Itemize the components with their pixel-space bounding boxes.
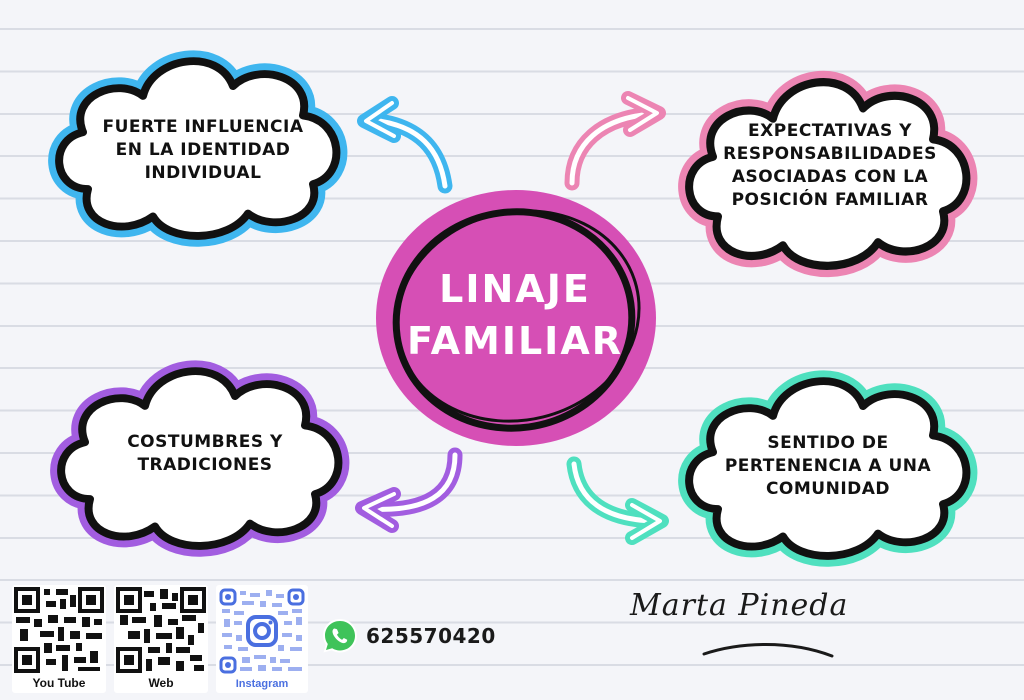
qr-label: Instagram bbox=[235, 678, 289, 690]
node-text-top-left: FUERTE INFLUENCIA EN LA IDENTIDAD INDIVI… bbox=[88, 110, 318, 190]
qr-label: You Tube bbox=[32, 676, 86, 690]
instagram-qr-code[interactable]: Instagram bbox=[216, 585, 308, 693]
qr-code-icon bbox=[14, 587, 104, 673]
node-line: RESPONSABILIDADES bbox=[723, 144, 937, 164]
center-title-line: FAMILIAR bbox=[407, 319, 623, 363]
curved-arrow-icon bbox=[355, 447, 463, 533]
node-line: SENTIDO DE bbox=[767, 432, 889, 453]
node-line: POSICIÓN FAMILIAR bbox=[731, 190, 929, 210]
node-line: TRADICIONES bbox=[137, 455, 273, 475]
phone-number[interactable]: 625570420 bbox=[366, 624, 496, 648]
qr-code-icon bbox=[116, 587, 206, 673]
node-line: COSTUMBRES Y bbox=[127, 432, 283, 452]
node-text-bottom-right: SENTIDO DE PERTENENCIA A UNA COMUNIDAD bbox=[713, 428, 943, 504]
signature-underline bbox=[702, 643, 834, 658]
web-qr-code[interactable]: Web bbox=[114, 585, 208, 693]
node-line: ASOCIADAS CON LA bbox=[731, 167, 929, 187]
qr-label: Web bbox=[148, 676, 174, 690]
node-line: COMUNIDAD bbox=[765, 478, 891, 499]
node-line: EXPECTATIVAS Y bbox=[748, 121, 912, 141]
node-line: FUERTE INFLUENCIA bbox=[102, 116, 304, 137]
signature: Marta Pineda bbox=[630, 588, 849, 623]
curved-arrow-icon bbox=[564, 91, 666, 191]
node-text-top-right: EXPECTATIVAS Y RESPONSABILIDADES ASOCIAD… bbox=[715, 116, 945, 216]
node-text-bottom-left: COSTUMBRES Y TRADICIONES bbox=[90, 428, 320, 480]
whatsapp-icon[interactable] bbox=[320, 616, 360, 656]
node-line: INDIVIDUAL bbox=[144, 162, 262, 183]
curved-arrow-icon bbox=[566, 456, 669, 545]
center-title-line: LINAJE bbox=[439, 267, 591, 311]
youtube-qr-code[interactable]: You Tube bbox=[12, 585, 106, 693]
node-line: EN LA IDENTIDAD bbox=[115, 139, 291, 160]
instagram-qr-code-icon bbox=[219, 588, 305, 674]
node-line: PERTENENCIA A UNA bbox=[724, 455, 932, 476]
center-title: LINAJE FAMILIAR bbox=[385, 240, 645, 390]
curved-arrow-icon bbox=[357, 96, 453, 194]
center-node bbox=[376, 190, 656, 446]
